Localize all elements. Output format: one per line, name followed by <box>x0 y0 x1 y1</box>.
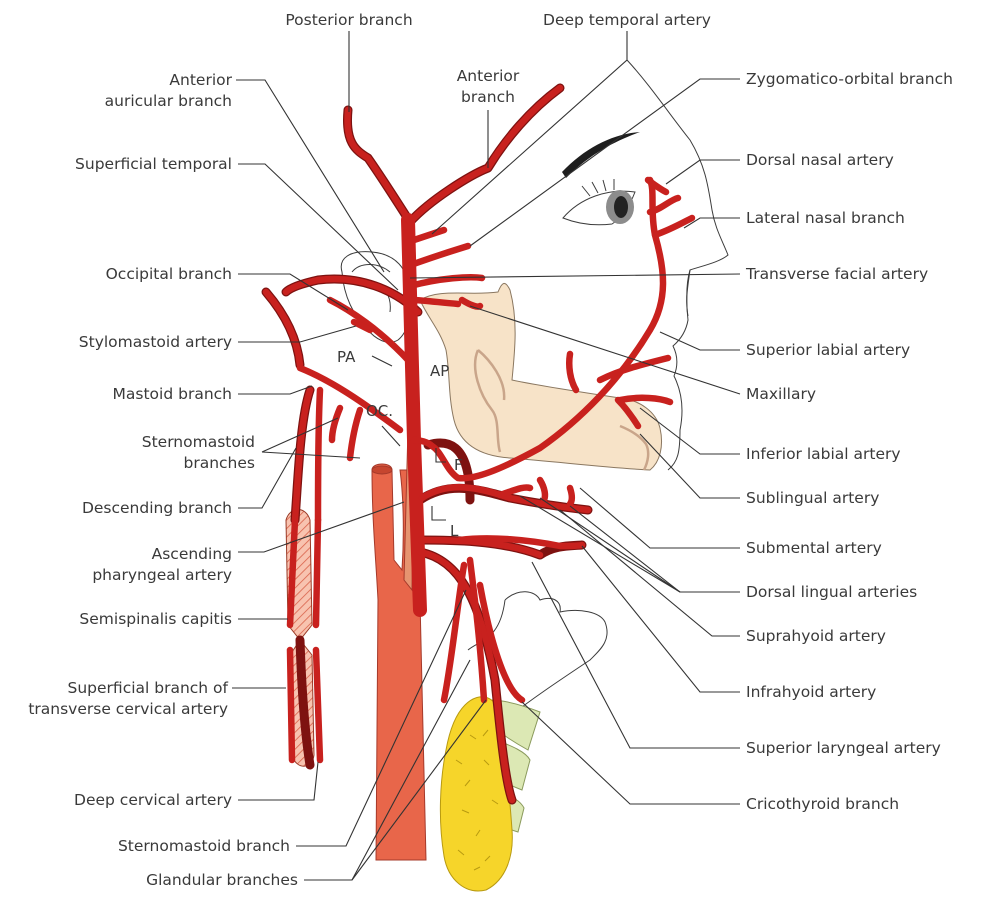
label-lateral-nasal: Lateral nasal branch <box>746 209 905 227</box>
label-sternomastoid-branches-2: branches <box>184 454 256 472</box>
label-pa: PA <box>337 348 356 366</box>
label-maxillary: Maxillary <box>746 385 816 403</box>
label-infrahyoid: Infrahyoid artery <box>746 683 876 701</box>
label-submental: Submental artery <box>746 539 882 557</box>
label-sternomastoid-branches-1: Sternomastoid <box>142 433 255 451</box>
label-deep-temporal: Deep temporal artery <box>543 11 711 29</box>
label-anterior-auricular-2: auricular branch <box>105 92 232 110</box>
label-superficial-branch-1: Superficial branch of <box>68 679 229 697</box>
label-oc: OC. <box>366 402 393 420</box>
label-transverse-facial: Transverse facial artery <box>745 265 928 283</box>
label-sternomastoid-branch: Sternomastoid branch <box>118 837 290 855</box>
mandible <box>420 283 662 470</box>
label-anterior-branch-2: branch <box>461 88 515 106</box>
label-dorsal-lingual: Dorsal lingual arteries <box>746 583 917 601</box>
label-anterior-auricular-1: Anterior <box>169 71 232 89</box>
label-dorsal-nasal: Dorsal nasal artery <box>746 151 894 169</box>
label-posterior-branch: Posterior branch <box>285 11 412 29</box>
label-descending-branch: Descending branch <box>82 499 232 517</box>
label-superior-labial: Superior labial artery <box>746 341 910 359</box>
label-ascending-pharyngeal-2: pharyngeal artery <box>92 566 232 584</box>
label-inferior-labial: Inferior labial artery <box>746 445 901 463</box>
label-glandular-branches: Glandular branches <box>146 871 298 889</box>
eye <box>563 179 635 225</box>
label-deep-cervical: Deep cervical artery <box>74 791 232 809</box>
label-suprahyoid: Suprahyoid artery <box>746 627 886 645</box>
label-mastoid-branch: Mastoid branch <box>113 385 232 403</box>
label-l: L <box>450 522 459 540</box>
label-semispinalis-capitis: Semispinalis capitis <box>79 610 232 628</box>
label-superior-laryngeal: Superior laryngeal artery <box>746 739 941 757</box>
label-f: F <box>454 456 463 474</box>
label-superficial-branch-2: transverse cervical artery <box>28 700 228 718</box>
label-ap: AP <box>430 362 449 380</box>
label-anterior-branch-1: Anterior <box>457 67 520 85</box>
label-occipital-branch: Occipital branch <box>106 265 232 283</box>
label-zygomatico-orbital: Zygomatico-orbital branch <box>746 70 953 88</box>
label-cricothyroid: Cricothyroid branch <box>746 795 899 813</box>
label-ascending-pharyngeal-1: Ascending <box>152 545 232 563</box>
label-stylomastoid: Stylomastoid artery <box>79 333 232 351</box>
label-superficial-temporal: Superficial temporal <box>75 155 232 173</box>
label-sublingual: Sublingual artery <box>746 489 879 507</box>
